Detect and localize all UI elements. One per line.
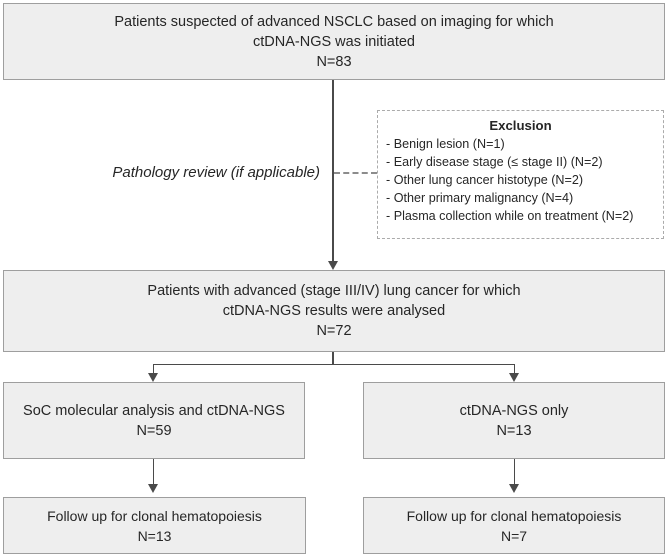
connector-ctdna-to-followup-line	[513, 459, 515, 484]
pathology-review-label: Pathology review (if applicable)	[112, 164, 320, 181]
box-soc-line1: SoC molecular analysis and ctDNA-NGS	[23, 402, 285, 419]
box-followup-ctdna: Follow up for clonal hematopoiesis N=7	[363, 497, 665, 554]
box-followup-soc-line1: Follow up for clonal hematopoiesis	[47, 507, 262, 524]
arrow-down-icon	[148, 373, 158, 382]
connector-split-stub-line	[332, 352, 334, 365]
exclusion-item-benign-lesion: - Benign lesion (N=1)	[386, 137, 505, 151]
connector-exclusion-dashed-line	[334, 172, 377, 174]
arrow-down-icon	[509, 373, 519, 382]
box-ctdna-only: ctDNA-NGS only N=13	[363, 382, 665, 459]
box-soc-count: N=59	[136, 422, 172, 439]
box-analysed-line2: ctDNA-NGS results were analysed	[222, 303, 446, 319]
box-followup-soc: Follow up for clonal hematopoiesis N=13	[3, 497, 306, 554]
box-soc-and-ctdna: SoC molecular analysis and ctDNA-NGS N=5…	[3, 382, 305, 459]
box-ctdna-only-count: N=13	[496, 422, 532, 439]
connector-to-ctdna-only-line	[513, 363, 515, 374]
box-followup-ctdna-count: N=7	[500, 527, 528, 544]
box-suspected-line2: ctDNA-NGS was initiated	[253, 33, 415, 50]
arrow-down-icon	[327, 261, 338, 270]
box-suspected-line1: Patients suspected of advanced NSCLC bas…	[114, 13, 554, 30]
box-patients-analysed: Patients with advanced (stage III/IV) lu…	[3, 270, 665, 352]
arrow-down-icon	[509, 484, 519, 493]
exclusion-item-other-histotype: - Other lung cancer histotype (N=2)	[386, 173, 584, 187]
box-exclusion: Exclusion - Benign lesion (N=1) - Early …	[377, 110, 664, 239]
box-suspected-count: N=83	[316, 53, 352, 70]
exclusion-item-plasma-on-treatment: - Plasma collection while on treatment (…	[386, 209, 634, 223]
exclusion-item-other-malignancy: - Other primary malignancy (N=4)	[386, 191, 574, 205]
connector-to-soc-line	[152, 363, 154, 374]
connector-suspected-to-analysed-line	[332, 80, 334, 262]
box-analysed-line1: Patients with advanced (stage III/IV) lu…	[147, 283, 521, 299]
box-analysed-count: N=72	[316, 323, 352, 339]
connector-soc-to-followup-line	[152, 459, 154, 484]
exclusion-title: Exclusion	[489, 118, 552, 133]
exclusion-item-early-stage: - Early disease stage (≤ stage II) (N=2)	[386, 155, 603, 169]
box-patients-suspected: Patients suspected of advanced NSCLC bas…	[3, 3, 665, 80]
arrow-down-icon	[148, 484, 158, 493]
connector-split-horizontal-line	[152, 363, 515, 365]
box-followup-soc-count: N=13	[137, 527, 172, 544]
box-followup-ctdna-line1: Follow up for clonal hematopoiesis	[406, 507, 622, 524]
box-ctdna-only-line1: ctDNA-NGS only	[459, 402, 569, 419]
